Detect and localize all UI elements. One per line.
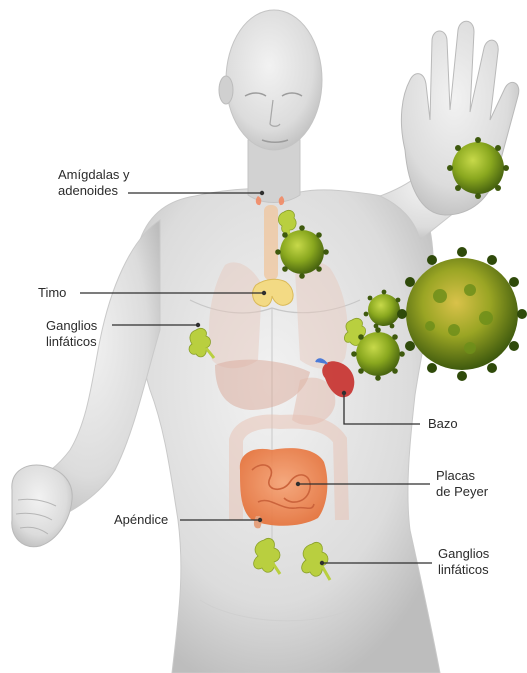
label-ganglios-left-line1: Ganglios bbox=[46, 318, 97, 334]
head bbox=[226, 10, 322, 150]
label-timo-text: Timo bbox=[38, 285, 66, 301]
label-placas-line1: Placas bbox=[436, 468, 488, 484]
virus-hand bbox=[447, 137, 509, 199]
label-amigdalas: Amígdalas y adenoides bbox=[58, 167, 130, 199]
virus-neck bbox=[275, 225, 329, 279]
label-amigdalas-line1: Amígdalas y bbox=[58, 167, 130, 183]
trachea bbox=[264, 205, 278, 280]
label-ganglios-left: Ganglios linfáticos bbox=[46, 318, 97, 350]
virus-chest bbox=[351, 327, 405, 381]
left-fist bbox=[12, 465, 72, 547]
label-apendice-text: Apéndice bbox=[114, 512, 168, 528]
label-apendice: Apéndice bbox=[114, 512, 168, 528]
label-placas-line2: de Peyer bbox=[436, 484, 488, 500]
label-ganglios-right: Ganglios linfáticos bbox=[438, 546, 489, 578]
label-amigdalas-line2: adenoides bbox=[58, 183, 130, 199]
label-timo: Timo bbox=[38, 285, 66, 301]
label-placas: Placas de Peyer bbox=[436, 468, 488, 500]
label-bazo-text: Bazo bbox=[428, 416, 458, 432]
label-ganglios-right-line2: linfáticos bbox=[438, 562, 489, 578]
label-bazo: Bazo bbox=[428, 416, 458, 432]
label-ganglios-right-line1: Ganglios bbox=[438, 546, 489, 562]
label-ganglios-left-line2: linfáticos bbox=[46, 334, 97, 350]
